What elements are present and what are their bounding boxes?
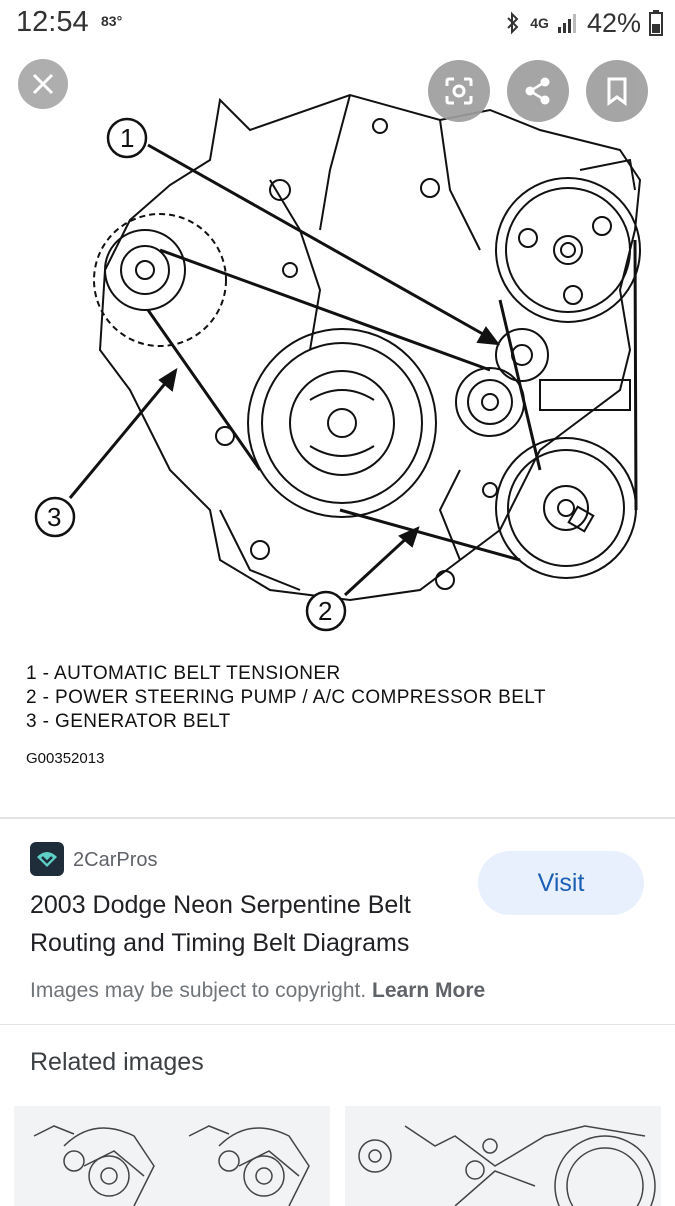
- legend-item: 3 - GENERATOR BELT: [26, 711, 231, 732]
- thumbnail-diagram: [33, 1125, 310, 1206]
- share-icon: [525, 77, 550, 105]
- callout-2-arrow: [343, 533, 412, 597]
- battery-icon: [649, 10, 663, 36]
- belt-routing-diagram: 1 3 2: [34, 93, 642, 632]
- source-name[interactable]: 2CarPros: [73, 849, 158, 871]
- figure-code: G00352013: [26, 750, 105, 767]
- generator-pulley: [93, 213, 227, 347]
- result-title[interactable]: 2003 Dodge Neon Serpentine Belt Routing …: [30, 891, 411, 957]
- generator-belt: [146, 248, 491, 471]
- status-temperature: 83°: [101, 13, 123, 29]
- source-logo[interactable]: [30, 842, 64, 876]
- close-button[interactable]: [18, 59, 68, 109]
- thumbnail-diagram: [358, 1125, 656, 1206]
- ac-compressor-pulley: [495, 437, 637, 579]
- power-steering-pulley: [495, 177, 641, 323]
- lens-search-icon: [445, 77, 473, 105]
- bluetooth-icon: [507, 11, 519, 35]
- share-button[interactable]: [507, 60, 569, 122]
- learn-more-link[interactable]: Learn More: [372, 979, 486, 1002]
- divider: [0, 1024, 675, 1025]
- divider: [0, 817, 675, 819]
- signal-icon: [557, 14, 576, 33]
- 2carpros-logo-icon: [37, 852, 57, 867]
- callout-1-arrow: [147, 143, 491, 340]
- callout-3: 3: [47, 502, 61, 532]
- callout-1: 1: [120, 123, 134, 153]
- copyright-text: Images may be subject to copyright.: [30, 979, 367, 1002]
- battery-percent: 42%: [586, 7, 641, 38]
- legend-item: 2 - POWER STEERING PUMP / A/C COMPRESSOR…: [26, 687, 546, 708]
- network-label: 4G: [530, 15, 549, 31]
- status-time: 12:54: [16, 6, 89, 38]
- crankshaft-pulley: [247, 328, 437, 518]
- callout-2: 2: [318, 596, 332, 626]
- legend-item: 1 - AUTOMATIC BELT TENSIONER: [26, 663, 341, 684]
- callout-3-arrow: [68, 379, 170, 499]
- bookmark-icon: [607, 77, 627, 106]
- ps-ac-belt: [339, 239, 638, 562]
- lens-search-button[interactable]: [428, 60, 490, 122]
- diagram-legend: 1 - AUTOMATIC BELT TENSIONER 2 - POWER S…: [26, 662, 546, 734]
- close-icon: [32, 73, 54, 95]
- related-image-thumbnail[interactable]: [345, 1106, 661, 1206]
- status-icons: 4G 42%: [504, 6, 663, 40]
- status-bar: 12:54 83° 4G 42%: [0, 0, 675, 48]
- visit-button[interactable]: Visit: [478, 851, 644, 915]
- related-images-heading: Related images: [30, 1048, 204, 1076]
- tensioner-pulley: [455, 328, 549, 437]
- save-button[interactable]: [586, 60, 648, 122]
- copyright-notice: Images may be subject to copyright. Lear…: [30, 979, 485, 1003]
- related-image-thumbnail[interactable]: [14, 1106, 330, 1206]
- network-4g-icon: 4G: [530, 16, 549, 30]
